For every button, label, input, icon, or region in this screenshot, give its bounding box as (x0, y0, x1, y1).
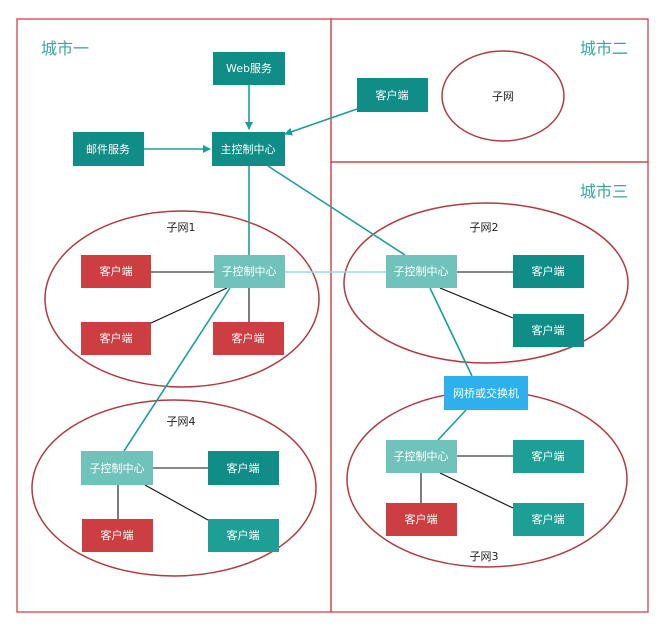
main-control-label: 主控制中心 (221, 142, 276, 156)
s1-control-node[interactable]: 子控制中心 (214, 255, 285, 288)
mail-service-node[interactable]: 邮件服务 (73, 132, 144, 166)
s3-client-c-node[interactable]: 客户端 (386, 503, 457, 536)
s3-control-label: 子控制中心 (394, 449, 449, 463)
subnet3-ellipse (346, 390, 628, 568)
web-service-label: Web服务 (226, 62, 272, 75)
link-s2control-to-bridge (429, 287, 473, 377)
link-main-to-s2control (267, 165, 406, 256)
client-links (117, 271, 514, 521)
link-s1control-to-s4control (123, 287, 231, 452)
link-s4-client-b (144, 484, 209, 521)
s3-client-a-node[interactable]: 客户端 (513, 440, 584, 473)
region-frames (16, 18, 649, 613)
s3-client-c-label: 客户端 (405, 512, 438, 526)
s3-client-b-node[interactable]: 客户端 (513, 503, 584, 536)
s2-client-b-node[interactable]: 客户端 (513, 314, 584, 347)
s1-client-a-label: 客户端 (100, 264, 133, 278)
city1-frame (16, 18, 332, 613)
s4-client-b-label: 客户端 (227, 528, 260, 542)
s1-client-c-label: 客户端 (232, 331, 265, 345)
city2-subnet-ellipse (441, 50, 565, 142)
subnet1-title: 子网1 (167, 221, 196, 234)
main-control-node[interactable]: 主控制中心 (212, 132, 285, 166)
link-bridge-to-s3control (437, 409, 467, 441)
s4-client-c-label: 客户端 (101, 528, 134, 542)
city3-frame (330, 161, 649, 613)
s4-control-label: 子控制中心 (90, 461, 145, 475)
link-s2-client-b (439, 287, 514, 319)
s3-client-a-label: 客户端 (532, 449, 565, 463)
s2-control-node[interactable]: 子控制中心 (386, 255, 457, 288)
subnet1-ellipse (44, 210, 320, 388)
s1-client-b-label: 客户端 (100, 331, 133, 345)
link-city2client-to-main (284, 108, 358, 136)
subnet2-title: 子网2 (470, 221, 499, 234)
web-service-node[interactable]: Web服务 (213, 52, 285, 85)
s4-client-b-node[interactable]: 客户端 (208, 519, 279, 552)
s2-client-a-node[interactable]: 客户端 (513, 255, 584, 288)
city2-title: 城市二 (580, 39, 628, 58)
city1-title: 城市一 (41, 39, 89, 58)
s1-client-c-node[interactable]: 客户端 (213, 322, 284, 355)
s1-client-b-node[interactable]: 客户端 (81, 322, 151, 355)
s2-client-b-label: 客户端 (532, 323, 565, 337)
subnet-ellipses (31, 50, 629, 577)
bridge-node[interactable]: 网桥或交换机 (444, 376, 528, 410)
subnet2-ellipse (343, 202, 629, 364)
s4-control-node[interactable]: 子控制中心 (81, 451, 153, 485)
city2-subnet-title: 子网 (492, 90, 514, 103)
s4-client-a-node[interactable]: 客户端 (208, 451, 279, 485)
s3-client-b-label: 客户端 (532, 512, 565, 526)
s3-control-node[interactable]: 子控制中心 (386, 440, 457, 473)
link-s3-client-b (439, 472, 514, 509)
bridge-label: 网桥或交换机 (453, 386, 519, 400)
s2-control-label: 子控制中心 (394, 264, 449, 278)
subnet4-title: 子网4 (167, 415, 196, 428)
s4-client-a-label: 客户端 (227, 461, 260, 475)
city2-client-label: 客户端 (376, 88, 409, 102)
s1-client-a-node[interactable]: 客户端 (81, 255, 151, 288)
s1-control-label: 子控制中心 (222, 264, 277, 278)
city2-client-node[interactable]: 客户端 (357, 78, 428, 112)
s4-client-c-node[interactable]: 客户端 (82, 519, 153, 552)
subnet4-ellipse (31, 399, 317, 577)
teal-links (123, 85, 473, 452)
mail-service-label: 邮件服务 (86, 143, 130, 156)
city3-title: 城市三 (580, 182, 628, 201)
link-s1-client-b (150, 287, 228, 324)
s2-client-a-label: 客户端 (532, 264, 565, 278)
subnet3-title: 子网3 (470, 550, 499, 563)
